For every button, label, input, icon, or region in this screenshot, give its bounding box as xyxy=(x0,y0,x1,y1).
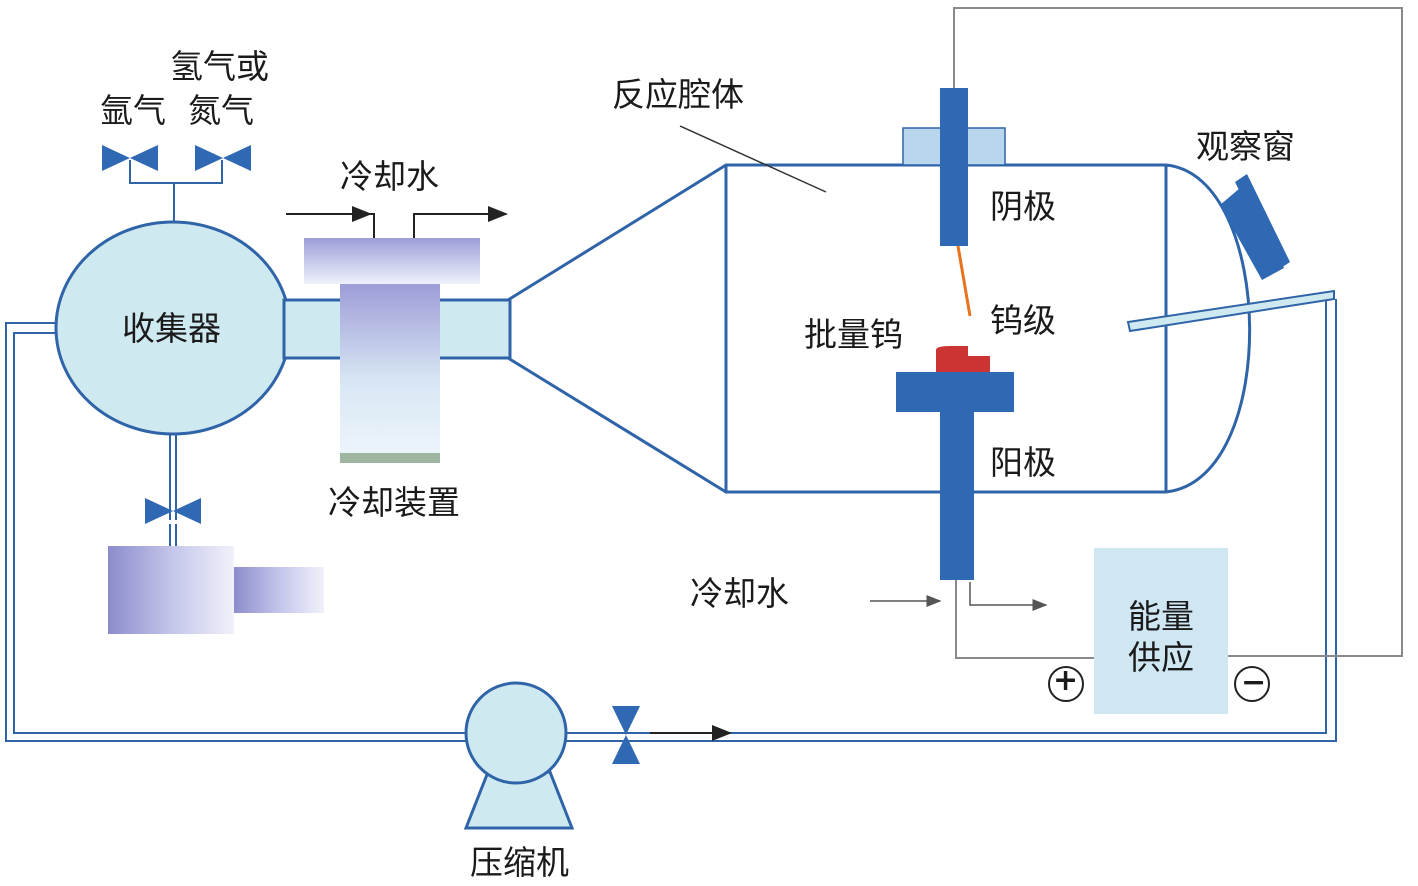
minus-terminal xyxy=(1234,666,1270,702)
observation-window xyxy=(1220,174,1290,280)
label-cooling-water-top: 冷却水 xyxy=(340,157,439,196)
label-anode: 阳极 xyxy=(990,443,1056,482)
gas-inlet-valves xyxy=(102,145,251,222)
plus-sign: + xyxy=(1053,663,1079,698)
collection-tank xyxy=(108,546,234,634)
anode-plate xyxy=(896,372,1014,412)
label-bulk-tungsten: 批量钨 xyxy=(804,315,903,354)
probe-rod xyxy=(1126,289,1335,333)
power-supply xyxy=(1094,548,1228,714)
chamber-pointer xyxy=(679,125,827,193)
power-wires xyxy=(953,7,1403,659)
label-power-supply: 能量 供应 xyxy=(1094,596,1228,679)
compressor xyxy=(463,681,575,830)
power-supply-line1: 能量 xyxy=(1128,597,1194,636)
plus-terminal xyxy=(1048,666,1084,702)
label-collector: 收集器 xyxy=(122,309,221,348)
plasma-arc xyxy=(956,245,972,317)
valve-icon xyxy=(102,145,158,171)
label-window: 观察窗 xyxy=(1196,127,1295,166)
cooling-device-cap xyxy=(304,238,480,284)
bulk-tungsten xyxy=(936,346,990,372)
reaction-chamber xyxy=(507,163,1252,494)
label-hydrogen-or: 氢气或 xyxy=(170,47,269,86)
label-chamber: 反应腔体 xyxy=(612,75,744,114)
valve-icon xyxy=(195,145,251,171)
cathode-electrode xyxy=(940,88,968,246)
collection-outlet xyxy=(234,567,324,613)
label-cathode: 阴极 xyxy=(990,187,1056,226)
label-tungsten-electrode: 钨级 xyxy=(990,301,1056,340)
cooling-device-body xyxy=(340,280,440,463)
minus-sign: − xyxy=(1241,665,1267,700)
label-nitrogen: 氮气 xyxy=(188,91,254,130)
label-cooling-device: 冷却装置 xyxy=(328,483,460,522)
return-pipe xyxy=(5,299,1337,742)
valve-icon xyxy=(612,706,640,764)
label-argon: 氩气 xyxy=(100,91,166,130)
label-compressor: 压缩机 xyxy=(470,843,569,882)
label-cooling-water-bottom: 冷却水 xyxy=(690,574,789,613)
valve-icon xyxy=(145,498,201,524)
anode-electrode xyxy=(940,412,974,580)
power-supply-line2: 供应 xyxy=(1128,638,1194,678)
